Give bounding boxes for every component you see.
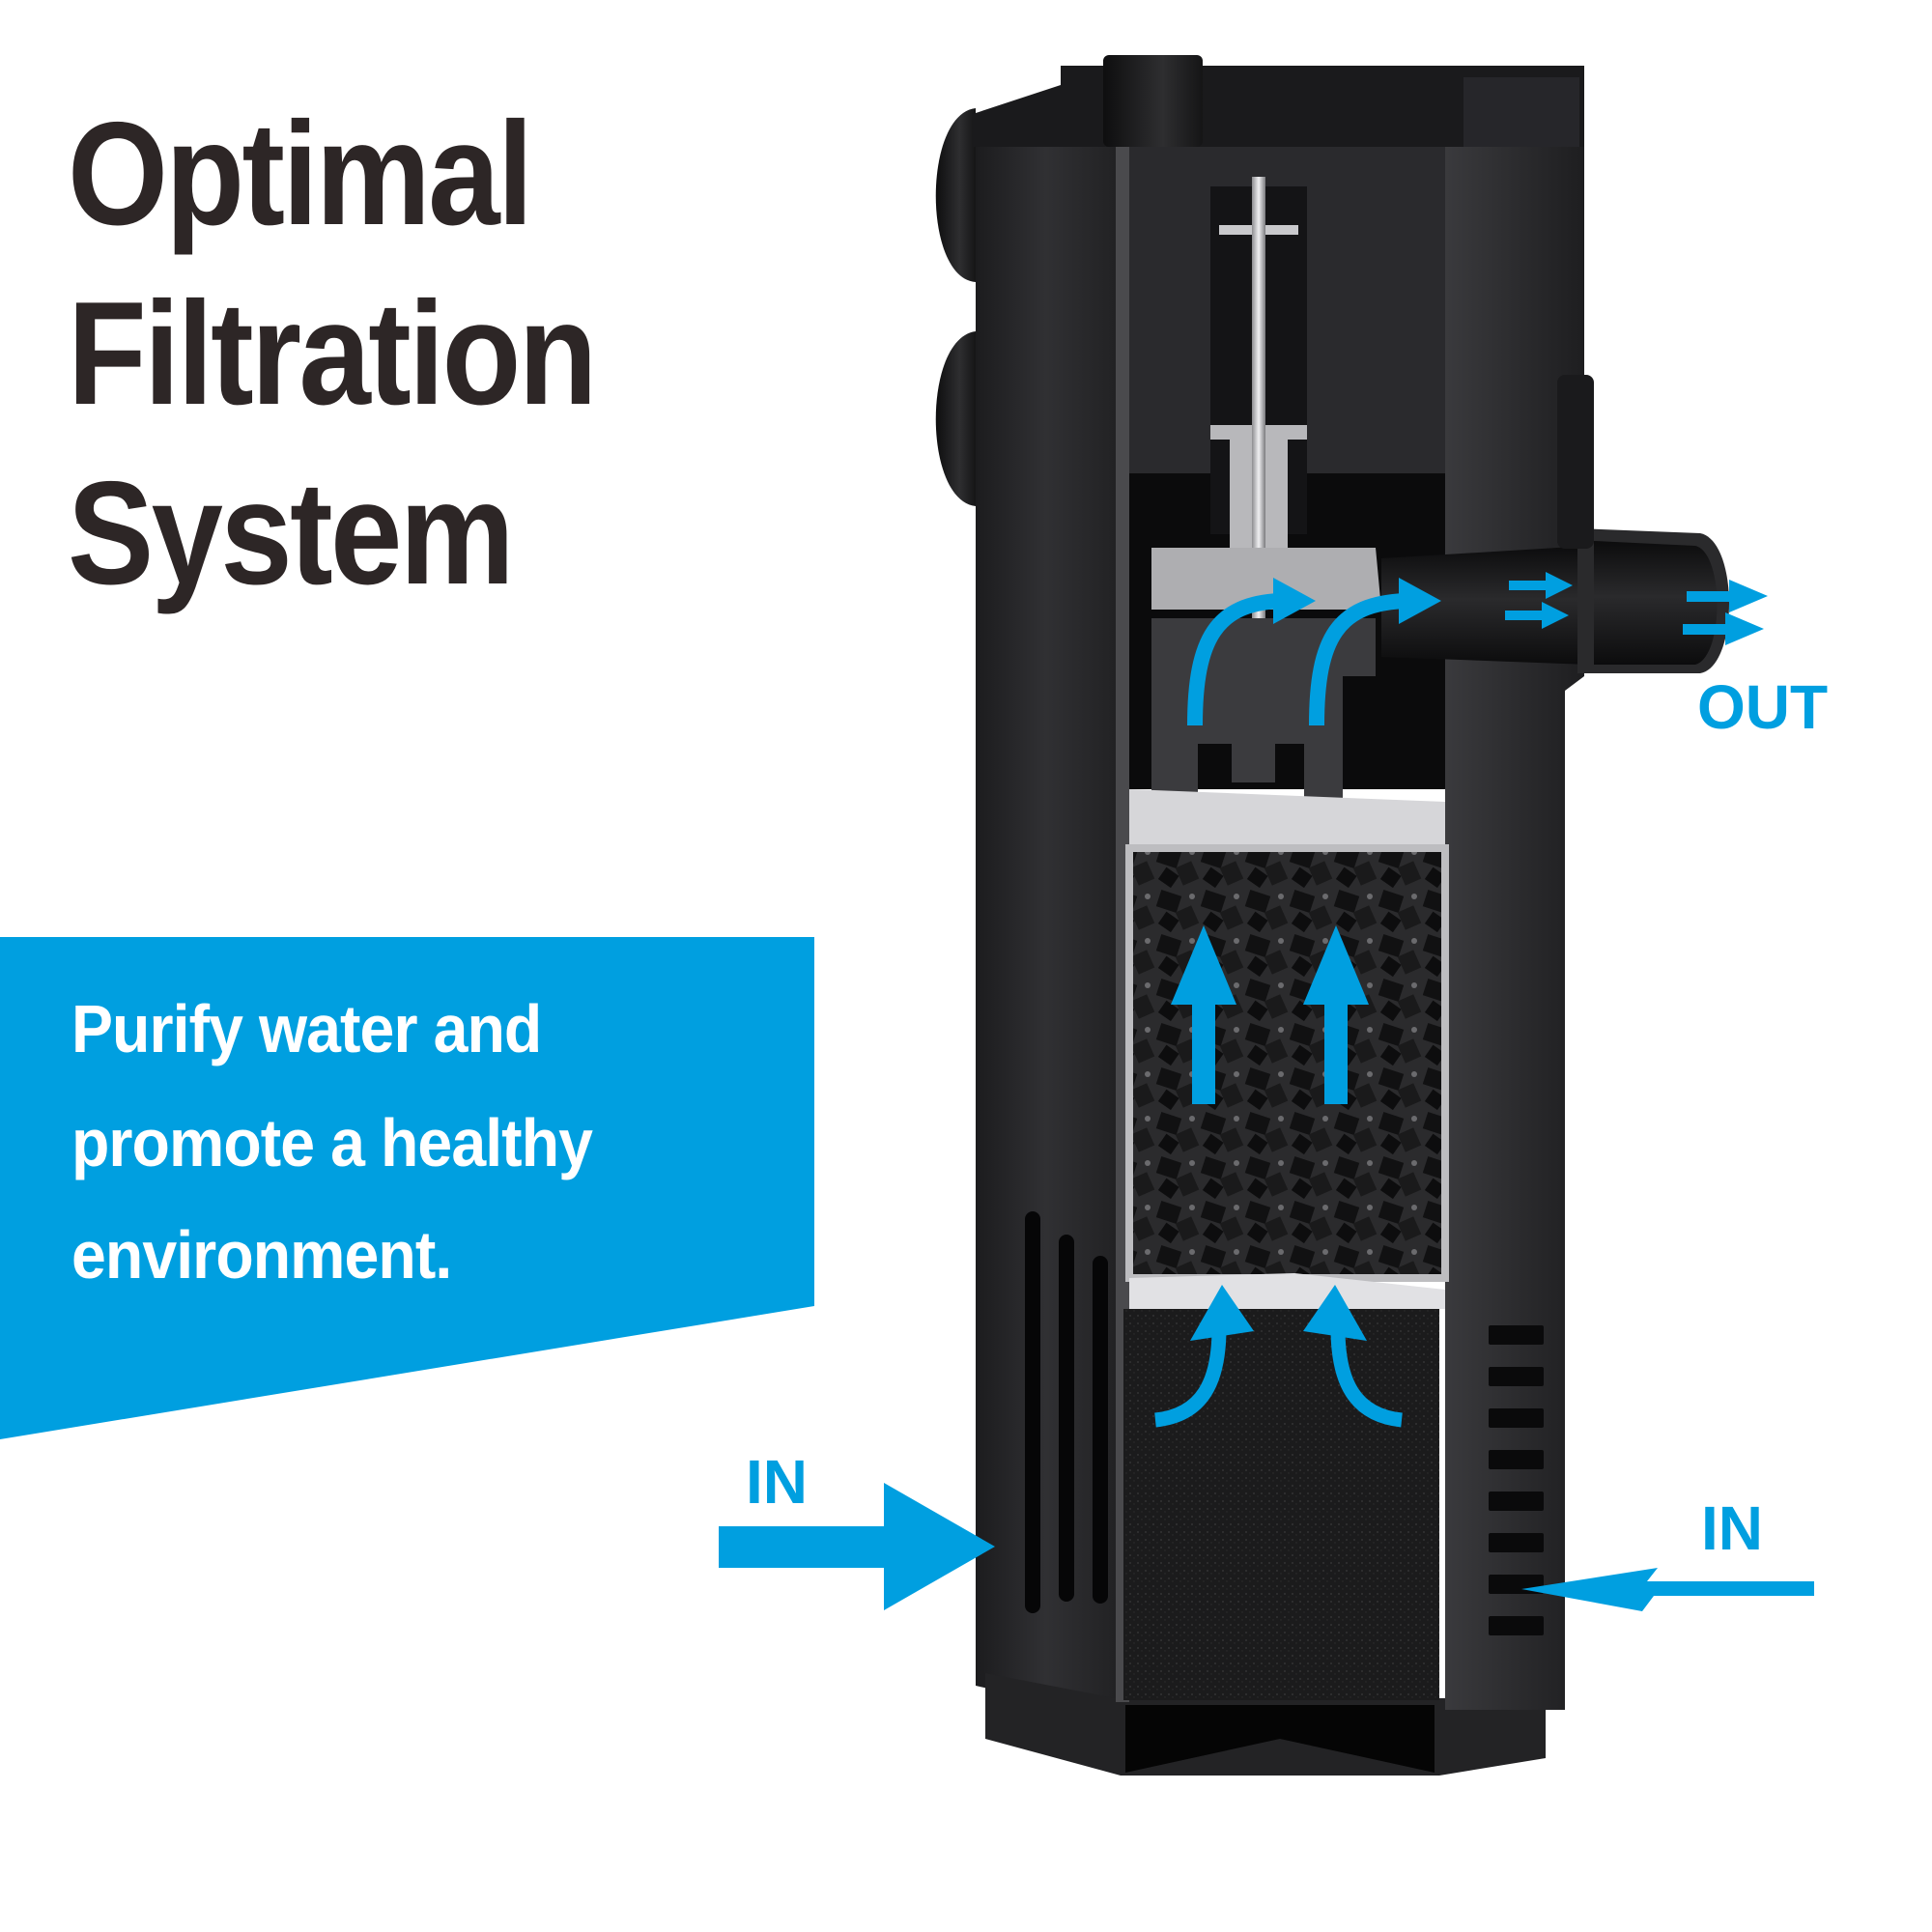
filter-sponge: [1123, 1309, 1439, 1700]
banner-line-3: environment.: [71, 1217, 452, 1293]
inlet-right-label: IN: [1701, 1493, 1763, 1563]
impeller-shaft: [1252, 177, 1265, 626]
headline-line-1: Optimal: [68, 92, 533, 256]
inlet-left-arrow: [719, 1526, 888, 1568]
headline-line-2: Filtration: [68, 271, 597, 436]
left-intake-slots: [1025, 1211, 1108, 1613]
banner-line-1: Purify water and: [71, 991, 542, 1066]
pump-flow-arrows: [1187, 593, 1406, 726]
inlet-right-arrow: [1521, 1568, 1814, 1611]
inlet-left-label: IN: [746, 1447, 808, 1517]
bio-media-cubes: [1129, 848, 1445, 1278]
outlet-label: OUT: [1697, 672, 1829, 742]
right-intake-vents: [1489, 1325, 1544, 1635]
banner-line-2: promote a healthy: [71, 1105, 593, 1180]
headline-line-3: System: [68, 451, 515, 615]
sponge-flow-arrows: [1153, 1327, 1404, 1428]
top-nozzle: [1103, 55, 1203, 147]
suction-knobs: [935, 108, 976, 506]
